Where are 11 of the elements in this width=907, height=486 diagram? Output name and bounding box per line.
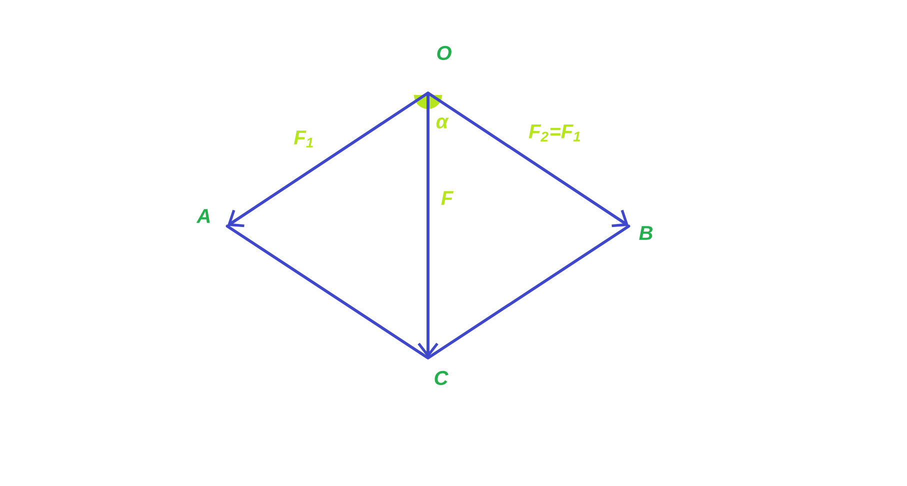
point-label: B [639, 226, 652, 240]
edge-label: F$_{2}$=F$_{1}$ [528, 124, 580, 142]
arrow [418, 92, 438, 358]
point-label: C [434, 370, 448, 386]
point-label: O [437, 46, 452, 60]
arrow [227, 92, 430, 228]
angle-label: α [436, 118, 449, 128]
edge-label: F$_{1}$ [294, 130, 313, 148]
arrow [426, 92, 629, 228]
edge-label: F [441, 191, 454, 205]
point-label: A [196, 209, 210, 223]
